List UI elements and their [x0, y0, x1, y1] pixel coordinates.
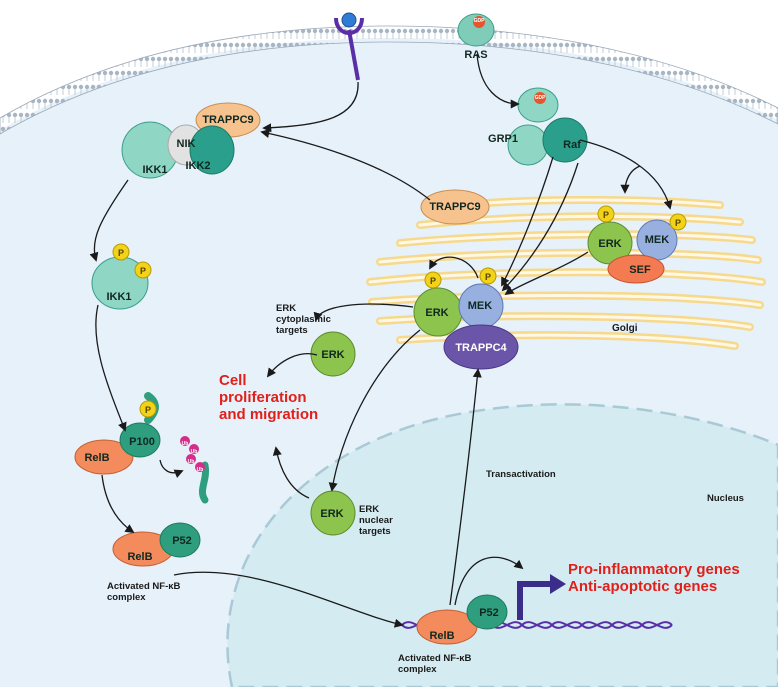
erk-cyto-targets-line3: targets — [276, 325, 308, 336]
transactivation-label: Transactivation — [486, 469, 556, 480]
phospho-label: P — [602, 210, 610, 220]
relb-p52-mid — [112, 522, 201, 567]
p100-relb-complex — [74, 392, 210, 504]
mek-golgi-center-label: MEK — [467, 300, 493, 312]
relb-p52-bottom — [416, 594, 508, 645]
ikk2-label: IKK2 — [185, 160, 211, 172]
gdp-label-raf: GDP — [534, 95, 546, 101]
erk-cyto-label: ERK — [321, 349, 345, 361]
nfkb-left-line2: complex — [107, 592, 146, 603]
phospho-label: P — [144, 405, 152, 415]
trappc4-label: TRAPPC4 — [455, 342, 507, 354]
trappc9-top-label: TRAPPC9 — [202, 114, 254, 126]
nfkb-left-line1: Activated NF-κB — [107, 581, 181, 592]
sef-label: SEF — [629, 264, 651, 276]
genes-line1: Pro-inflammatory genes — [568, 561, 740, 578]
ub-label: Ub — [196, 467, 204, 473]
receptor-icon — [334, 12, 364, 81]
ub-label: Ub — [181, 441, 189, 447]
ubiquitin-chain — [180, 436, 205, 472]
grp1-label: GRP1 — [488, 133, 518, 145]
erk-nuclear-targets-line1: ERK — [359, 504, 380, 515]
erk-nuclear-targets-line3: targets — [359, 526, 391, 537]
gene-arrow-icon — [517, 581, 552, 620]
cell-prolif-line1: Cell — [219, 372, 247, 389]
raf-label: Raf — [563, 139, 581, 151]
phospho-label: P — [429, 276, 437, 286]
mek-golgi-right-label: MEK — [644, 234, 670, 246]
relb-mid-label: RelB — [127, 551, 153, 563]
ras-label: RAS — [464, 49, 488, 61]
phospho-icons — [112, 205, 687, 418]
genes-line2: Anti-apoptotic genes — [568, 578, 718, 595]
raf-grp1-complex — [507, 87, 588, 166]
pathway-arrows — [89, 53, 673, 628]
p52-top-label: P52 — [172, 535, 192, 547]
ikk1-p-label: IKK1 — [106, 291, 132, 303]
erk-golgi-center-label: ERK — [425, 307, 449, 319]
ikk-complex — [121, 102, 261, 179]
phospho-label: P — [674, 218, 682, 228]
golgi-center-complex — [413, 283, 519, 370]
erk-nuclear-label: ERK — [320, 508, 344, 520]
gdp-label-ras: GDP — [473, 18, 485, 24]
cell-prolif-line2: proliferation — [219, 389, 307, 406]
nfkb-bottom-line2: complex — [398, 664, 437, 675]
erk-cyto-targets-line1: ERK — [276, 303, 297, 314]
phospho-label: P — [484, 272, 492, 282]
golgi-label: Golgi — [612, 323, 638, 334]
trappc9-mid-label: TRAPPC9 — [429, 201, 481, 213]
erk-golgi-right-label: ERK — [598, 238, 622, 250]
ras-protein — [457, 13, 495, 47]
nik-label: NIK — [176, 138, 196, 150]
trappc9-mid — [420, 189, 490, 225]
ub-label: Ub — [190, 449, 198, 455]
ub-label: Ub — [187, 459, 195, 465]
erk-cyto-targets-line2: cytoplasmic — [276, 314, 331, 325]
nucleus — [226, 403, 778, 687]
golgi-right-complex — [587, 219, 678, 284]
phospho-label: P — [117, 248, 125, 258]
nfkb-bottom-line1: Activated NF-κB — [398, 653, 472, 664]
erk-nuclear-targets-line2: nuclear — [359, 515, 393, 526]
phospho-label: P — [139, 266, 147, 276]
relb-bottom-label: RelB — [429, 630, 455, 642]
p100-label: P100 — [129, 436, 155, 448]
relb-top-label: RelB — [84, 452, 110, 464]
nucleus-label: Nucleus — [707, 493, 744, 504]
plasma-membrane — [0, 25, 778, 135]
ikk1-top-label: IKK1 — [142, 164, 168, 176]
p52-bottom-label: P52 — [479, 607, 499, 619]
cell-prolif-line3: and migration — [219, 406, 319, 423]
